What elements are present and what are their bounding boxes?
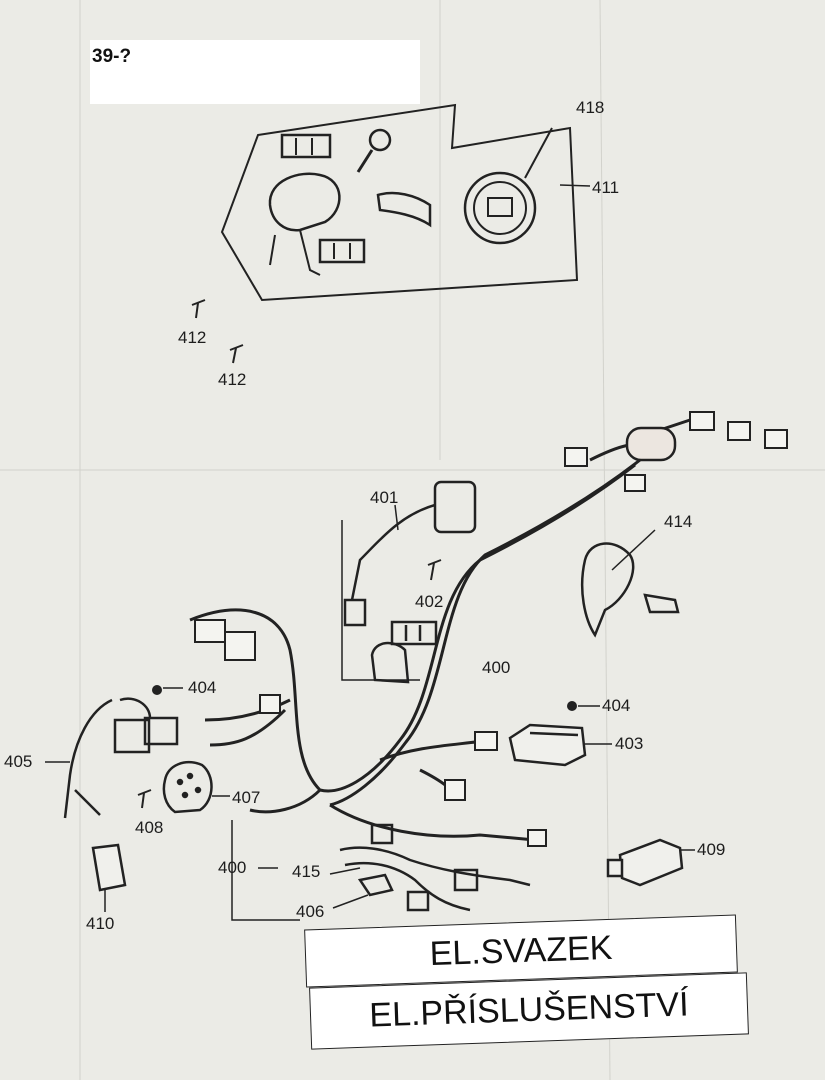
connector <box>259 694 281 714</box>
callout-404: 404 <box>602 696 631 715</box>
callout-406: 406 <box>296 902 325 921</box>
screw-icons <box>191 299 244 364</box>
relay-connector <box>370 620 438 684</box>
callout-411: 411 <box>592 178 620 197</box>
regulator-part <box>508 723 587 767</box>
callout-400: 400 <box>482 658 511 677</box>
callout-407: 407 <box>232 788 261 807</box>
connector-cluster <box>63 697 179 819</box>
callout-403: 403 <box>615 734 644 753</box>
screw-icon <box>152 685 162 695</box>
connector <box>444 779 466 801</box>
switch-set-assembly <box>220 103 579 302</box>
socket-part <box>162 761 213 814</box>
lower-harness <box>339 823 531 912</box>
connector <box>224 631 256 661</box>
callout-414: 414 <box>664 512 693 531</box>
relay-part <box>91 843 127 892</box>
callout-400: 400 <box>218 858 247 877</box>
horn-part <box>581 542 680 638</box>
callout-415: 415 <box>292 862 321 881</box>
callout-418: 418 <box>576 98 605 117</box>
connector <box>474 731 498 751</box>
callout-412: 412 <box>218 370 247 389</box>
connector <box>764 429 788 449</box>
screw-icon <box>567 701 577 711</box>
connector <box>194 619 226 643</box>
callout-410: 410 <box>86 914 115 933</box>
callout-404: 404 <box>188 678 217 697</box>
group-bracket <box>231 820 300 921</box>
connector <box>727 421 751 441</box>
page-code: 39-? <box>92 46 132 67</box>
connector <box>527 829 547 847</box>
ignition-coil <box>343 480 477 627</box>
callout-401: 401 <box>370 488 399 507</box>
callout-412: 412 <box>178 328 207 347</box>
part-409 <box>606 838 684 887</box>
flasher-coil <box>625 426 677 462</box>
connector <box>564 447 588 467</box>
connector <box>624 474 646 492</box>
page-code-box: 39-? <box>90 40 420 104</box>
callout-402: 402 <box>415 592 444 611</box>
connector <box>689 411 715 431</box>
callout-408: 408 <box>135 818 164 837</box>
callout-409: 409 <box>697 840 726 859</box>
callout-405: 405 <box>4 752 33 771</box>
